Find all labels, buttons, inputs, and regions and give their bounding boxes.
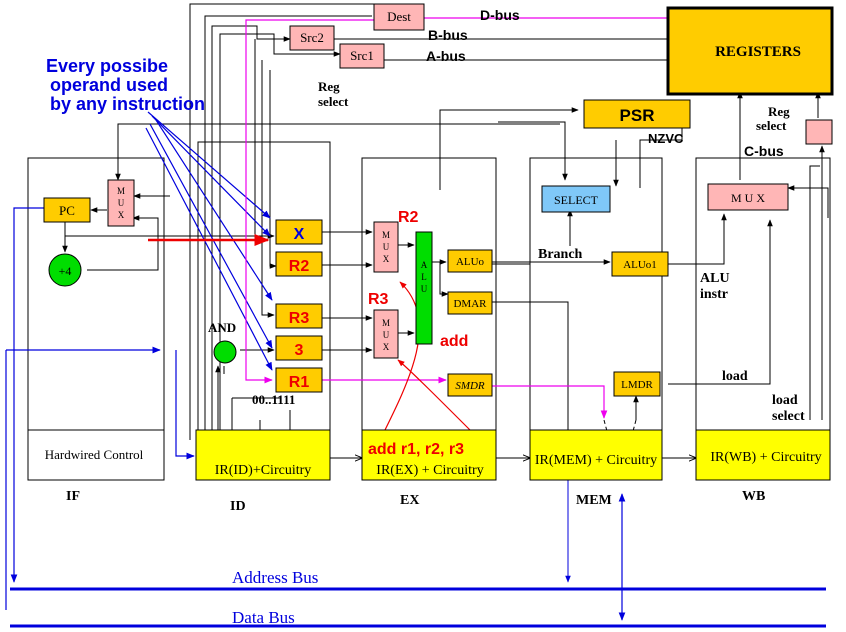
ex-mux-bottom-x: X <box>383 342 390 352</box>
and-label: AND <box>208 320 236 335</box>
ir-wb-box <box>695 429 831 481</box>
ex-mux-top-m: M <box>382 230 390 240</box>
stage-ex-label: EX <box>400 493 419 508</box>
annotation-line1: Every possibe <box>46 56 168 76</box>
wb-mux-label: M U X <box>731 191 765 205</box>
operand-imm-label: 3 <box>295 342 304 359</box>
operand-r3-box <box>275 303 323 329</box>
stage-wb-label: WB <box>742 489 765 504</box>
lmdr-label: LMDR <box>621 379 653 391</box>
registers-block <box>666 6 834 96</box>
ex-mux-top-x: X <box>383 254 390 264</box>
operand-imm-box <box>275 335 323 361</box>
data-bus-label: Data Bus <box>232 608 295 627</box>
pc-box <box>43 197 91 223</box>
ir-id-label: IR(ID)+Circuitry <box>215 463 312 478</box>
constant-label: 00..1111 <box>252 392 295 407</box>
ex-mux-bottom-box <box>373 309 399 359</box>
alu-u: U <box>421 284 428 294</box>
alu-l: L <box>421 272 427 282</box>
red-label-add: add <box>440 333 468 350</box>
annotation-line3: by any instruction <box>50 94 205 114</box>
select-box <box>541 185 611 213</box>
src2-box <box>289 25 335 51</box>
reg-select-right-line2: select <box>756 118 787 133</box>
load-label: load <box>722 369 748 384</box>
operand-r1-box <box>275 367 323 393</box>
red-label-instruction: add r1, r2, r3 <box>368 441 464 458</box>
red-label-r3: R3 <box>368 291 389 308</box>
wb-mux-box <box>707 183 789 211</box>
stage-if-label: IF <box>66 489 80 504</box>
smdr-box <box>447 373 493 397</box>
dmar-box <box>447 291 493 315</box>
reg-select-top-line2: select <box>318 94 349 109</box>
src2-label: Src2 <box>300 30 324 45</box>
ex-mux-top-u: U <box>383 242 390 252</box>
d-bus-label: D-bus <box>480 7 520 23</box>
alu-box <box>415 231 433 345</box>
registers-label: REGISTERS <box>715 44 801 60</box>
dest-label: Dest <box>387 9 411 24</box>
a-bus-label: A-bus <box>426 48 466 64</box>
if-stage-box <box>27 157 165 481</box>
reg-select-right-box <box>805 119 833 145</box>
if-mux-u: U <box>118 198 125 208</box>
ir-id-box <box>195 429 331 481</box>
operand-r2-label: R2 <box>289 258 310 275</box>
psr-label: PSR <box>620 106 655 125</box>
operand-r2-box <box>275 251 323 277</box>
annotation-line2: operand used <box>50 75 168 95</box>
operand-r3-label: R3 <box>289 310 310 327</box>
reg-select-top-line1: Reg <box>318 79 340 94</box>
ir-mem-label: IR(MEM) + Circuitry <box>535 453 657 468</box>
c-bus-label: C-bus <box>744 143 784 159</box>
plus4-adder <box>48 253 82 287</box>
ex-mux-top-box <box>373 221 399 273</box>
pc-label: PC <box>59 203 75 218</box>
b-bus-label: B-bus <box>428 27 468 43</box>
stage-mem-label: MEM <box>576 493 612 508</box>
branch-label: Branch <box>538 247 583 262</box>
src1-box <box>339 43 385 69</box>
ir-wb-label: IR(WB) + Circuitry <box>710 450 821 465</box>
aluo1-box <box>611 251 669 277</box>
operand-x-label: X <box>294 226 305 243</box>
load-select-line1: load <box>772 393 798 408</box>
src1-label: Src1 <box>350 48 374 63</box>
dest-box <box>373 3 425 31</box>
ex-mux-bottom-m: M <box>382 318 390 328</box>
psr-box <box>583 99 691 129</box>
red-label-r2: R2 <box>398 209 419 226</box>
if-mux-box <box>107 179 135 227</box>
address-bus-label: Address Bus <box>232 568 318 587</box>
alu-a: A <box>421 260 428 270</box>
nzvc-label: NZVC <box>648 131 684 146</box>
hardwired-control-label: Hardwired Control <box>45 447 144 462</box>
aluo1-label: ALUo1 <box>623 259 657 271</box>
ex-mux-bottom-u: U <box>383 330 390 340</box>
alu-instr-line2: instr <box>700 287 728 302</box>
reg-select-right-line1: Reg <box>768 104 790 119</box>
lmdr-box <box>613 371 661 397</box>
ir-ex-box <box>361 429 497 481</box>
operand-r1-label: R1 <box>289 374 310 391</box>
load-select-line2: select <box>772 409 805 424</box>
stage-id-label: ID <box>230 499 246 514</box>
ir-ex-label: IR(EX) + Circuitry <box>376 463 483 478</box>
if-mux-m: M <box>117 186 125 196</box>
plus4-label: +4 <box>59 264 72 278</box>
alu-instr-line1: ALU <box>700 271 730 286</box>
ir-mem-box <box>529 429 663 481</box>
aluo-label: ALUo <box>456 256 485 268</box>
aluo-box <box>447 249 493 273</box>
and-gate <box>213 340 237 364</box>
operand-x-box <box>275 219 323 245</box>
smdr-label: SMDR <box>455 380 485 392</box>
select-label: SELECT <box>554 193 599 207</box>
dmar-label: DMAR <box>453 298 487 310</box>
if-mux-x: X <box>118 210 125 220</box>
